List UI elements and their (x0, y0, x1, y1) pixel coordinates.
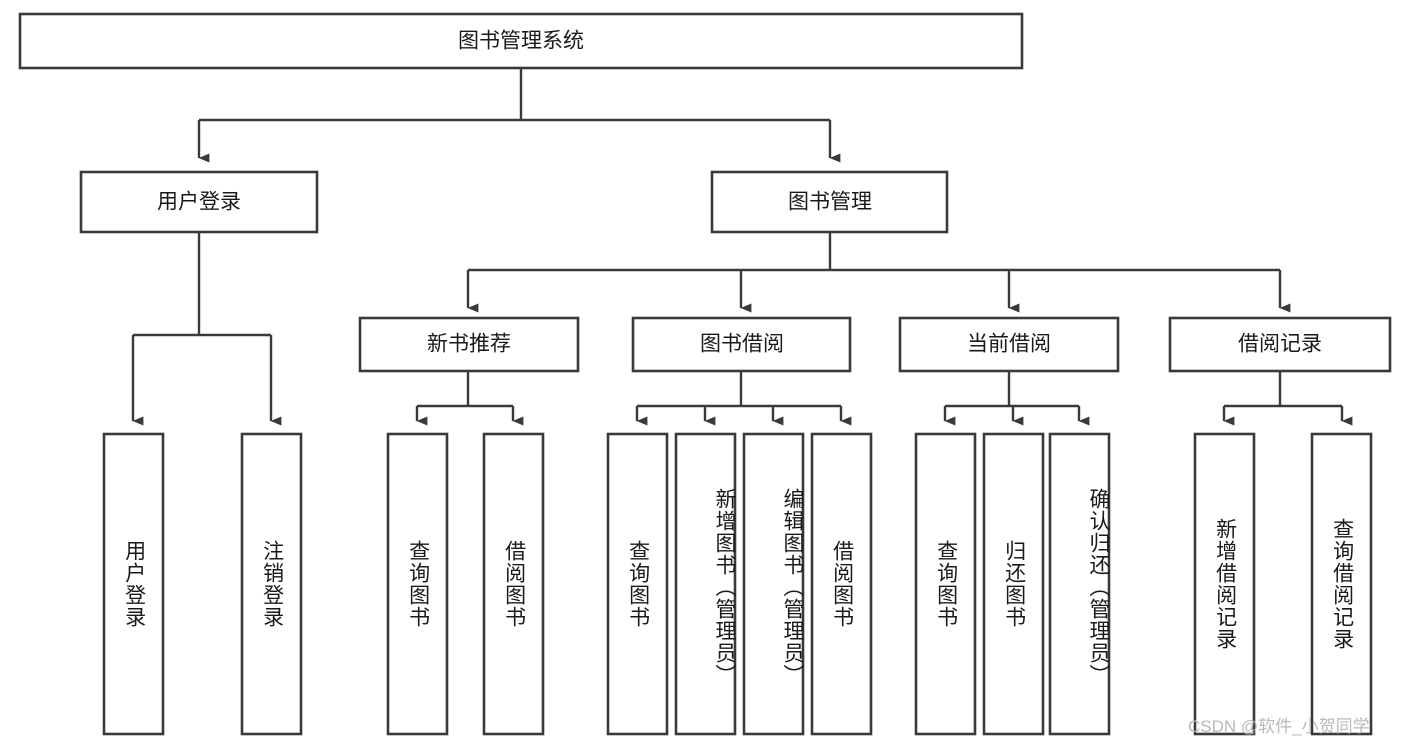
node-box-leaf-query-book-2[interactable] (606, 432, 669, 736)
label-borrow-record: 借阅记录 (1238, 333, 1322, 356)
label-root: 图书管理系统 (458, 30, 584, 53)
label-new-book-rec: 新书推荐 (427, 333, 511, 356)
node-box-new-book-rec[interactable] (358, 316, 580, 373)
node-box-leaf-add-book[interactable] (674, 432, 737, 736)
node-box-leaf-confirm-return[interactable] (1048, 432, 1111, 736)
connector-lines (131, 68, 1353, 426)
node-box-borrow-record[interactable] (1168, 316, 1392, 373)
label-current-borrow: 当前借阅 (967, 333, 1051, 356)
node-box-leaf-logout-login[interactable] (240, 432, 303, 736)
node-box-leaf-borrow-book-2[interactable] (810, 432, 873, 736)
label-book-manage: 图书管理 (788, 191, 872, 214)
node-box-leaf-edit-book[interactable] (742, 432, 805, 736)
horizontal-node-labels: 图书管理系统 用户登录 图书管理 新书推荐 图书借阅 当前借阅 借阅记录 (157, 30, 1322, 356)
node-box-leaf-query-book-3[interactable] (914, 432, 977, 736)
node-boxes (18, 12, 1392, 736)
node-box-book-borrow[interactable] (631, 316, 852, 373)
node-box-leaf-user-login[interactable] (102, 432, 165, 736)
node-box-leaf-return-book[interactable] (982, 432, 1045, 736)
node-box-book-manage[interactable] (710, 170, 949, 234)
node-box-user-login[interactable] (79, 170, 319, 234)
node-box-leaf-add-record[interactable] (1193, 432, 1256, 736)
node-box-leaf-borrow-book-1[interactable] (482, 432, 545, 736)
node-box-current-borrow[interactable] (898, 316, 1120, 373)
label-book-borrow: 图书借阅 (700, 333, 784, 356)
node-box-root[interactable] (18, 12, 1024, 70)
node-box-leaf-query-record[interactable] (1310, 432, 1373, 736)
csdn-watermark: CSDN @软件_小贺同学 (1188, 717, 1370, 736)
label-user-login: 用户登录 (157, 191, 241, 214)
node-box-leaf-query-book-1[interactable] (386, 432, 449, 736)
